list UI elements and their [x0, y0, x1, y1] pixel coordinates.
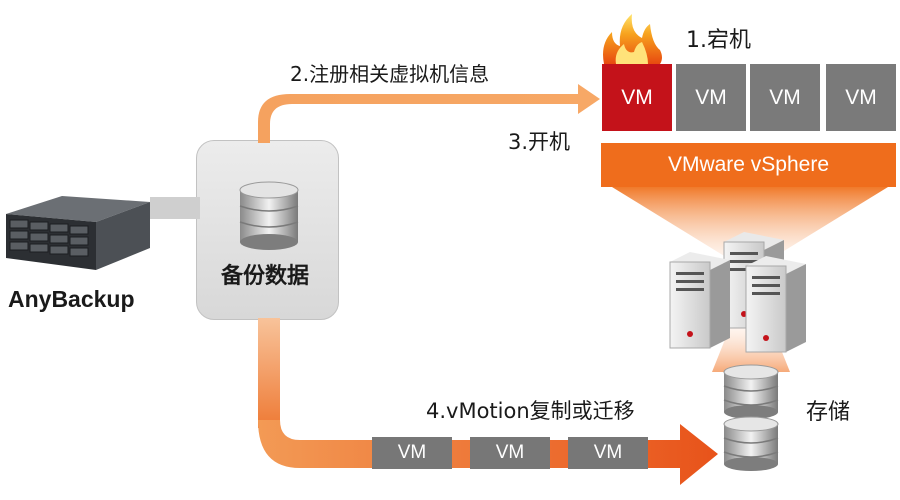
storage-label: 存储: [806, 400, 851, 425]
vm-box: VM: [750, 64, 820, 131]
arrow-register: [258, 84, 600, 143]
vm-migrating: VM: [470, 437, 550, 469]
vm-box: VM: [676, 64, 746, 131]
step3-label: 3.开机: [508, 130, 571, 154]
database-icon: [239, 181, 299, 250]
vsphere-bar: VMware vSphere: [601, 143, 896, 187]
storage-icon: [723, 364, 779, 471]
vm-failed: VM: [602, 64, 672, 131]
anybackup-label: AnyBackup: [8, 286, 135, 312]
arrow-vertical: [258, 318, 280, 428]
step4-label: 4.vMotion复制或迁移: [426, 399, 635, 423]
vm-box: VM: [826, 64, 896, 131]
connector-anybackup-backup: [150, 197, 200, 219]
fire-icon: [603, 14, 662, 64]
backup-data-label: 备份数据: [221, 264, 310, 289]
funnel-vsphere-servers: [612, 187, 888, 262]
step1-label: 1.宕机: [686, 28, 751, 53]
tower-server-icon: [669, 232, 806, 353]
vm-migrating: VM: [568, 437, 648, 469]
step2-label: 2.注册相关虚拟机信息: [290, 62, 490, 86]
rack-server-icon: [6, 196, 150, 270]
vm-migrating: VM: [372, 437, 452, 469]
